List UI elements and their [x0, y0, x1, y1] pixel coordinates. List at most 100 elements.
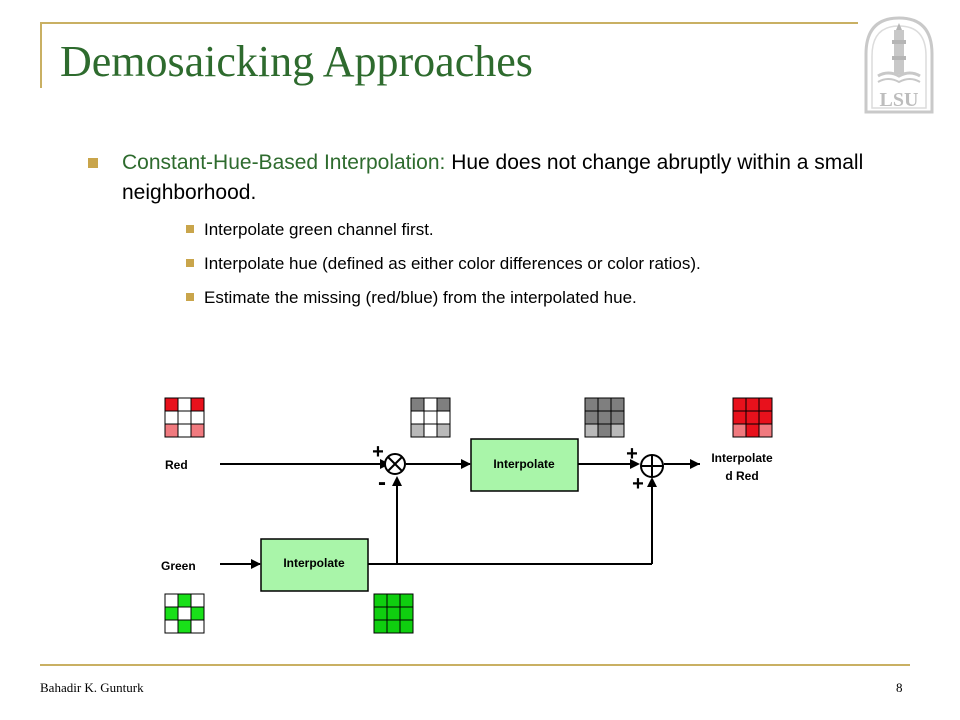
pixel-cell — [164, 606, 179, 621]
pixel-grid-diff-full — [584, 397, 625, 438]
pixel-cell — [190, 397, 205, 412]
bullet-text: Hue does not change abruptly within a sm… — [122, 151, 864, 204]
pixel-cell — [386, 593, 401, 608]
page-number: 8 — [896, 680, 903, 695]
sub-bullet: Interpolate green channel first. — [88, 217, 888, 242]
pixel-cell — [177, 397, 192, 412]
pixel-cell — [399, 606, 414, 621]
pixel-cell — [177, 593, 192, 608]
interpolate-box-bottom-label: Interpolate — [283, 556, 345, 570]
bullet-square-icon — [88, 158, 98, 168]
output-label-line2: d Red — [725, 469, 758, 483]
pixel-cell — [177, 606, 192, 621]
pixel-cell — [190, 410, 205, 425]
main-bullet: Constant-Hue-Based Interpolation: Hue do… — [88, 148, 888, 208]
pixel-cell — [436, 397, 451, 412]
sub-bullet-square-icon — [186, 293, 194, 301]
sub-bullet-square-icon — [186, 225, 194, 233]
pixel-cell — [597, 397, 612, 412]
sub-bullet-list: Interpolate green channel first. Interpo… — [88, 217, 888, 310]
pixel-cell — [177, 619, 192, 634]
plus-sign-sum-bottom: + — [632, 473, 644, 495]
pixel-cell — [732, 410, 747, 425]
pixel-cell — [610, 423, 625, 438]
green-label: Green — [161, 559, 196, 573]
pixel-cell — [190, 423, 205, 438]
red-label: Red — [165, 458, 188, 472]
pixel-cell — [164, 410, 179, 425]
pixel-cell — [745, 397, 760, 412]
pixel-cell — [584, 423, 599, 438]
pixel-grid-red-output — [732, 397, 773, 438]
pixel-cell — [410, 397, 425, 412]
pixel-cell — [164, 619, 179, 634]
sub-bullet: Interpolate hue (defined as either color… — [88, 251, 888, 276]
pixel-cell — [436, 423, 451, 438]
pixel-cell — [373, 619, 388, 634]
interpolate-box-bottom — [260, 538, 369, 592]
output-label-line1: Interpolate — [711, 451, 773, 465]
bottom-rule — [40, 664, 910, 666]
pixel-cell — [732, 397, 747, 412]
sub-bullet-square-icon — [186, 259, 194, 267]
bullet-term: Constant-Hue-Based Interpolation: — [122, 151, 446, 174]
pixel-cell — [758, 397, 773, 412]
pixel-cell — [423, 423, 438, 438]
arrowhead-icon — [647, 477, 657, 487]
left-rule — [40, 22, 42, 88]
pixel-grid-red-input — [164, 397, 205, 438]
sub-bullet: Estimate the missing (red/blue) from the… — [88, 285, 888, 310]
pixel-cell — [410, 410, 425, 425]
sub-bullet-text: Interpolate green channel first. — [204, 220, 434, 239]
pixel-cell — [190, 606, 205, 621]
pixel-cell — [610, 397, 625, 412]
pixel-cell — [373, 606, 388, 621]
pixel-cell — [745, 423, 760, 438]
pixel-cell — [177, 410, 192, 425]
pixel-cell — [597, 423, 612, 438]
pixel-cell — [177, 423, 192, 438]
pixel-cell — [423, 410, 438, 425]
pixel-cell — [190, 619, 205, 634]
pixel-cell — [399, 593, 414, 608]
pixel-cell — [164, 423, 179, 438]
pixel-cell — [758, 423, 773, 438]
sub-bullet-text: Estimate the missing (red/blue) from the… — [204, 288, 637, 307]
pixel-grid-diff-sparse — [410, 397, 451, 438]
sub-bullet-text: Interpolate hue (defined as either color… — [204, 254, 701, 273]
pixel-cell — [423, 397, 438, 412]
interpolate-box-top-label: Interpolate — [493, 457, 555, 471]
pixel-cell — [584, 410, 599, 425]
pixel-cell — [597, 410, 612, 425]
footer-author: Bahadir K. Gunturk — [40, 680, 144, 695]
interpolate-box-top — [470, 438, 579, 492]
arrowhead-icon — [251, 559, 261, 569]
pixel-cell — [436, 410, 451, 425]
pixel-cell — [164, 593, 179, 608]
pixel-cell — [745, 410, 760, 425]
arrowhead-icon — [461, 459, 471, 469]
page-title: Demosaicking Approaches — [60, 37, 533, 86]
pixel-cell — [386, 606, 401, 621]
pixel-cell — [386, 619, 401, 634]
pixel-cell — [164, 397, 179, 412]
pixel-cell — [758, 410, 773, 425]
pixel-cell — [399, 619, 414, 634]
pixel-cell — [190, 593, 205, 608]
lsu-logo-icon: LSU — [864, 16, 934, 114]
pixel-cell — [410, 423, 425, 438]
logo-text: LSU — [880, 89, 919, 111]
minus-sign-mult: - — [378, 469, 386, 496]
plus-sign-sum-top: + — [626, 443, 638, 465]
arrowhead-icon — [690, 459, 700, 469]
plus-sign-mult: + — [372, 441, 384, 463]
arrowhead-icon — [630, 459, 640, 469]
top-rule — [40, 22, 858, 24]
pixel-cell — [732, 423, 747, 438]
slide-content: Constant-Hue-Based Interpolation: Hue do… — [88, 148, 888, 310]
pixel-grid-green-output — [373, 593, 414, 634]
pixel-cell — [373, 593, 388, 608]
pixel-grid-green-input — [164, 593, 205, 634]
